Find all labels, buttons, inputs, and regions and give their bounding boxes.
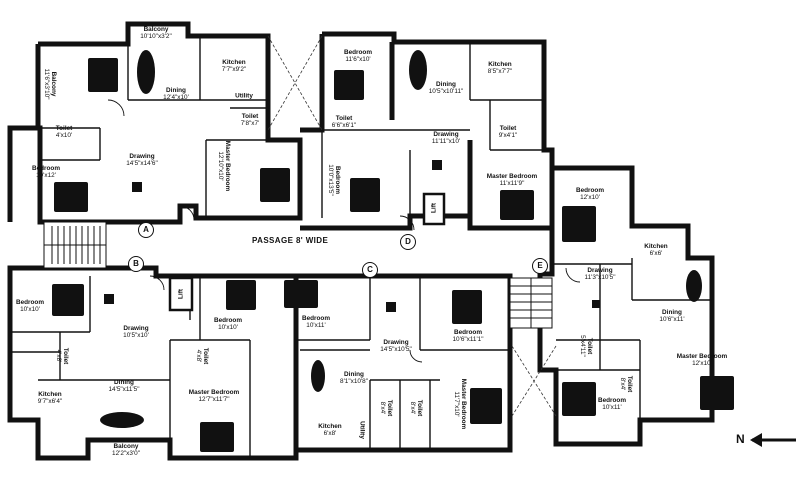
dining-c	[311, 360, 325, 392]
unit-a-outline	[7, 21, 303, 225]
bed-c1	[452, 290, 482, 324]
bed-d1	[334, 70, 364, 100]
unit-c-outline	[296, 273, 513, 453]
unit-marker-c: C	[362, 262, 378, 278]
bed-d2	[350, 178, 380, 212]
bed-a3	[260, 168, 290, 202]
north-label: N	[736, 432, 745, 446]
bed-e2	[700, 376, 734, 410]
bed-b4	[200, 422, 234, 452]
bed-b1	[52, 284, 84, 316]
passage-label: PASSAGE 8' WIDE	[252, 236, 329, 245]
bed-b3	[284, 280, 318, 308]
room-a-utility: Utility	[235, 92, 253, 100]
dining-d	[409, 50, 427, 90]
dining-e	[686, 270, 702, 302]
lift-box-d	[422, 192, 446, 226]
unit-marker-a: A	[138, 222, 154, 238]
bed-b2	[226, 280, 256, 310]
dining-a	[137, 50, 155, 94]
bed-e1	[562, 206, 596, 242]
lift-label-b: Lift	[177, 288, 185, 300]
room-c-utility: Utility	[358, 421, 366, 439]
unit-marker-e: E	[532, 258, 548, 274]
bed-a2	[54, 182, 88, 212]
unit-marker-b: B	[128, 256, 144, 272]
lift-box-b	[168, 276, 194, 312]
lift-label-d: Lift	[430, 202, 438, 214]
bed-c2	[470, 388, 502, 424]
bed-e3	[562, 382, 596, 416]
bed-d3	[500, 190, 534, 220]
bed-a1	[88, 58, 118, 92]
dining-b	[100, 412, 144, 428]
unit-marker-d: D	[400, 234, 416, 250]
